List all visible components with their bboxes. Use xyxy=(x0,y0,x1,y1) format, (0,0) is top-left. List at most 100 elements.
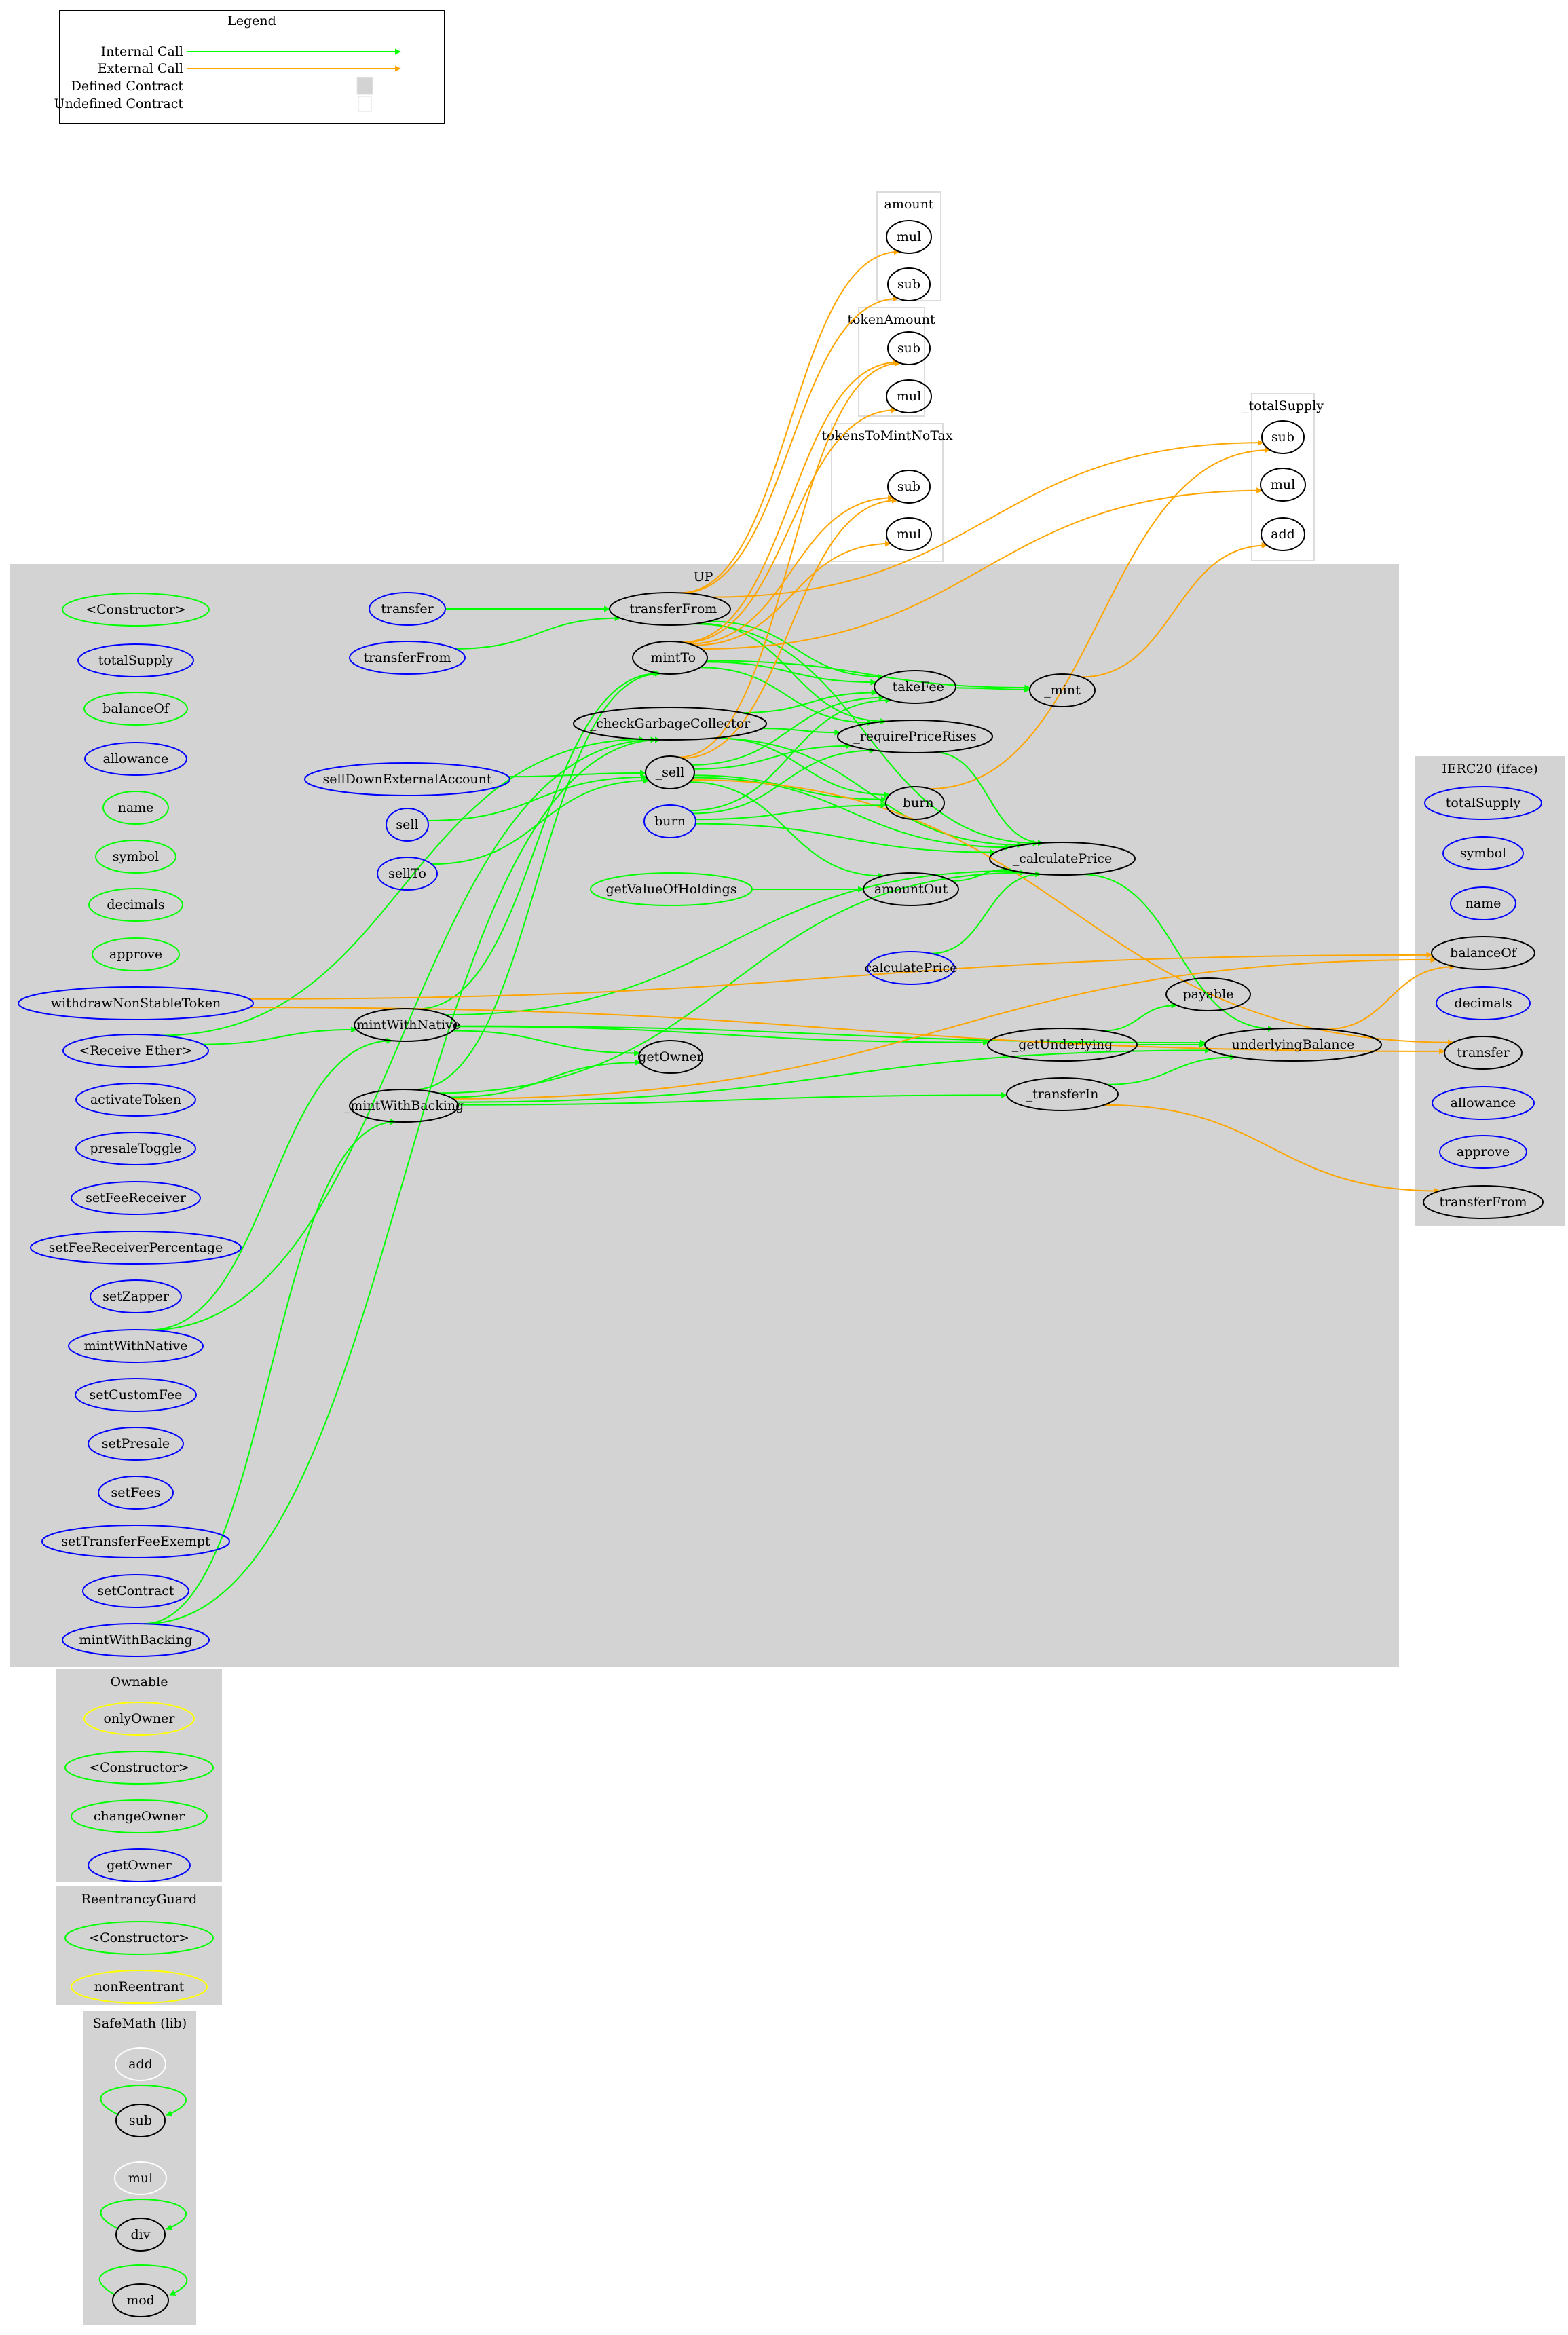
node-up-payable[interactable]: payable xyxy=(1165,977,1251,1011)
node-sm-mul[interactable]: mul xyxy=(114,2161,167,2195)
node-label: _sell xyxy=(656,765,685,780)
node-shape xyxy=(77,643,194,677)
node-up-burn[interactable]: burn xyxy=(643,804,696,838)
internal-call-edge xyxy=(700,667,874,726)
node-ttm-sub[interactable]: sub xyxy=(887,470,931,504)
internal-call-edge xyxy=(693,777,1011,851)
node-up-receive[interactable]: <Receive Ether> xyxy=(62,1034,209,1068)
node-up-setFees[interactable]: setFees xyxy=(98,1476,174,1510)
node-amount-mul[interactable]: mul xyxy=(886,220,932,254)
legend-undefined-label: Undefined Contract xyxy=(54,96,183,111)
node-ierc-decimals[interactable]: decimals xyxy=(1436,986,1531,1020)
node-up-approve[interactable]: approve xyxy=(92,937,180,971)
node-ierc-name[interactable]: name xyxy=(1450,886,1516,920)
node-up-setTransferFeeExempt[interactable]: setTransferFeeExempt xyxy=(41,1525,230,1558)
node-up-burn[interactable]: _burn xyxy=(885,786,945,820)
node-label: name xyxy=(1466,896,1501,911)
node-up-mintWithNative[interactable]: _mintWithNative xyxy=(350,1008,460,1042)
internal-call-edge xyxy=(202,1026,358,1045)
node-ts-add[interactable]: add xyxy=(1261,517,1305,551)
node-up-sell[interactable]: sell xyxy=(386,808,429,842)
node-shape xyxy=(645,755,695,789)
node-up-sellDownExternalAccount[interactable]: sellDownExternalAccount xyxy=(304,762,510,796)
node-sm-sub[interactable]: sub xyxy=(115,2104,166,2137)
node-rg-nonReentrant[interactable]: nonReentrant xyxy=(71,1970,208,2004)
node-up-activateToken[interactable]: activateToken xyxy=(75,1083,196,1117)
node-ts-mul[interactable]: mul xyxy=(1260,468,1306,502)
node-up-setContract[interactable]: setContract xyxy=(82,1574,189,1608)
node-shape xyxy=(377,857,438,891)
node-up-constructor[interactable]: <Constructor> xyxy=(62,593,210,627)
node-up-sell[interactable]: _sell xyxy=(645,755,695,789)
node-label: symbol xyxy=(1460,846,1506,861)
node-up-getUnderlying[interactable]: _getUnderlying xyxy=(987,1028,1138,1062)
node-up-setFeeReceiver[interactable]: setFeeReceiver xyxy=(71,1181,201,1215)
node-tokenAmount-sub[interactable]: sub xyxy=(887,331,931,365)
node-up-transferFrom[interactable]: _transferFrom xyxy=(609,592,731,626)
node-sm-div[interactable]: div xyxy=(115,2218,166,2252)
node-ierc-transferFrom[interactable]: transferFrom xyxy=(1423,1185,1544,1219)
node-ierc-approve[interactable]: approve xyxy=(1439,1135,1527,1169)
node-up-checkGarbageCollector[interactable]: _checkGarbageCollector xyxy=(573,707,767,741)
node-shape xyxy=(62,1034,209,1068)
node-up-calculatePrice[interactable]: calculatePrice xyxy=(864,951,958,985)
node-own-constructor[interactable]: <Constructor> xyxy=(64,1751,214,1785)
node-own-onlyOwner[interactable]: onlyOwner xyxy=(83,1702,195,1736)
node-up-mint[interactable]: _mint xyxy=(1029,673,1096,707)
node-up-underlyingBalance[interactable]: underlyingBalance xyxy=(1204,1028,1382,1062)
node-up-withdrawNonStableToken[interactable]: withdrawNonStableToken xyxy=(18,986,254,1020)
node-up-transfer[interactable]: transfer xyxy=(369,592,446,626)
node-up-mintTo[interactable]: _mintTo xyxy=(632,641,708,675)
node-up-mintWithBacking[interactable]: _mintWithBacking xyxy=(344,1089,464,1123)
internal-call-edge xyxy=(149,736,657,1331)
node-up-setZapper[interactable]: setZapper xyxy=(90,1279,182,1313)
node-amount-sub[interactable]: sub xyxy=(887,267,931,301)
node-up-setFeeReceiverPercentage[interactable]: setFeeReceiverPercentage xyxy=(30,1231,242,1265)
node-ierc-allowance[interactable]: allowance xyxy=(1432,1086,1535,1120)
node-up-transferFrom[interactable]: transferFrom xyxy=(349,641,466,675)
node-ierc-balanceOf[interactable]: balanceOf xyxy=(1431,936,1535,970)
node-own-getOwner[interactable]: getOwner xyxy=(88,1848,191,1882)
node-sm-add[interactable]: add xyxy=(115,2047,166,2081)
legend-frame xyxy=(59,10,445,124)
node-sm-mod[interactable]: mod xyxy=(112,2283,169,2317)
node-shape xyxy=(83,1702,195,1736)
node-up-getOwner[interactable]: getOwner xyxy=(638,1040,704,1074)
node-shape xyxy=(304,762,510,796)
node-up-mintWithNative[interactable]: mintWithNative xyxy=(68,1329,204,1363)
node-label: mul xyxy=(897,527,921,542)
node-ttm-mul[interactable]: mul xyxy=(886,517,932,551)
node-up-setPresale[interactable]: setPresale xyxy=(88,1427,184,1461)
node-shape xyxy=(75,1083,196,1117)
node-up-requirePriceRises[interactable]: _requirePriceRises xyxy=(837,720,993,753)
node-up-amountOut[interactable]: amountOut xyxy=(863,872,959,906)
node-up-balanceOf[interactable]: balanceOf xyxy=(83,692,188,726)
node-ts-sub[interactable]: sub xyxy=(1261,420,1305,454)
node-ierc-symbol[interactable]: symbol xyxy=(1442,836,1524,870)
node-up-totalSupply[interactable]: totalSupply xyxy=(77,643,194,677)
external-call-edge xyxy=(1104,1104,1440,1195)
node-up-getValueOfHoldings[interactable]: getValueOfHoldings xyxy=(590,872,753,906)
node-up-takeFee[interactable]: _takeFee xyxy=(874,670,956,704)
node-up-name[interactable]: name xyxy=(102,791,169,825)
node-up-setCustomFee[interactable]: setCustomFee xyxy=(75,1378,197,1412)
node-up-sellTo[interactable]: sellTo xyxy=(377,857,438,891)
node-label: underlyingBalance xyxy=(1231,1037,1354,1052)
node-ierc-totalSupply[interactable]: totalSupply xyxy=(1424,786,1542,820)
node-up-symbol[interactable]: symbol xyxy=(95,840,176,874)
node-up-presaleToggle[interactable]: presaleToggle xyxy=(75,1132,196,1165)
internal-call-edge xyxy=(955,686,1030,693)
node-ierc-transfer[interactable]: transfer xyxy=(1444,1036,1523,1070)
node-up-transferIn[interactable]: _transferIn xyxy=(1006,1077,1119,1111)
node-rg-constructor[interactable]: <Constructor> xyxy=(64,1921,214,1955)
node-own-changeOwner[interactable]: changeOwner xyxy=(71,1799,208,1833)
node-tokenAmount-mul[interactable]: mul xyxy=(886,379,932,413)
node-up-decimals[interactable]: decimals xyxy=(88,888,183,922)
node-label: _mintTo xyxy=(644,650,696,665)
node-up-mintWithBacking[interactable]: mintWithBacking xyxy=(62,1623,210,1657)
node-shape xyxy=(1261,517,1305,551)
node-label: setZapper xyxy=(102,1289,170,1304)
node-up-calculatePrice[interactable]: _calculatePrice xyxy=(989,842,1136,876)
node-shape xyxy=(386,808,429,842)
node-up-allowance[interactable]: allowance xyxy=(84,742,187,776)
